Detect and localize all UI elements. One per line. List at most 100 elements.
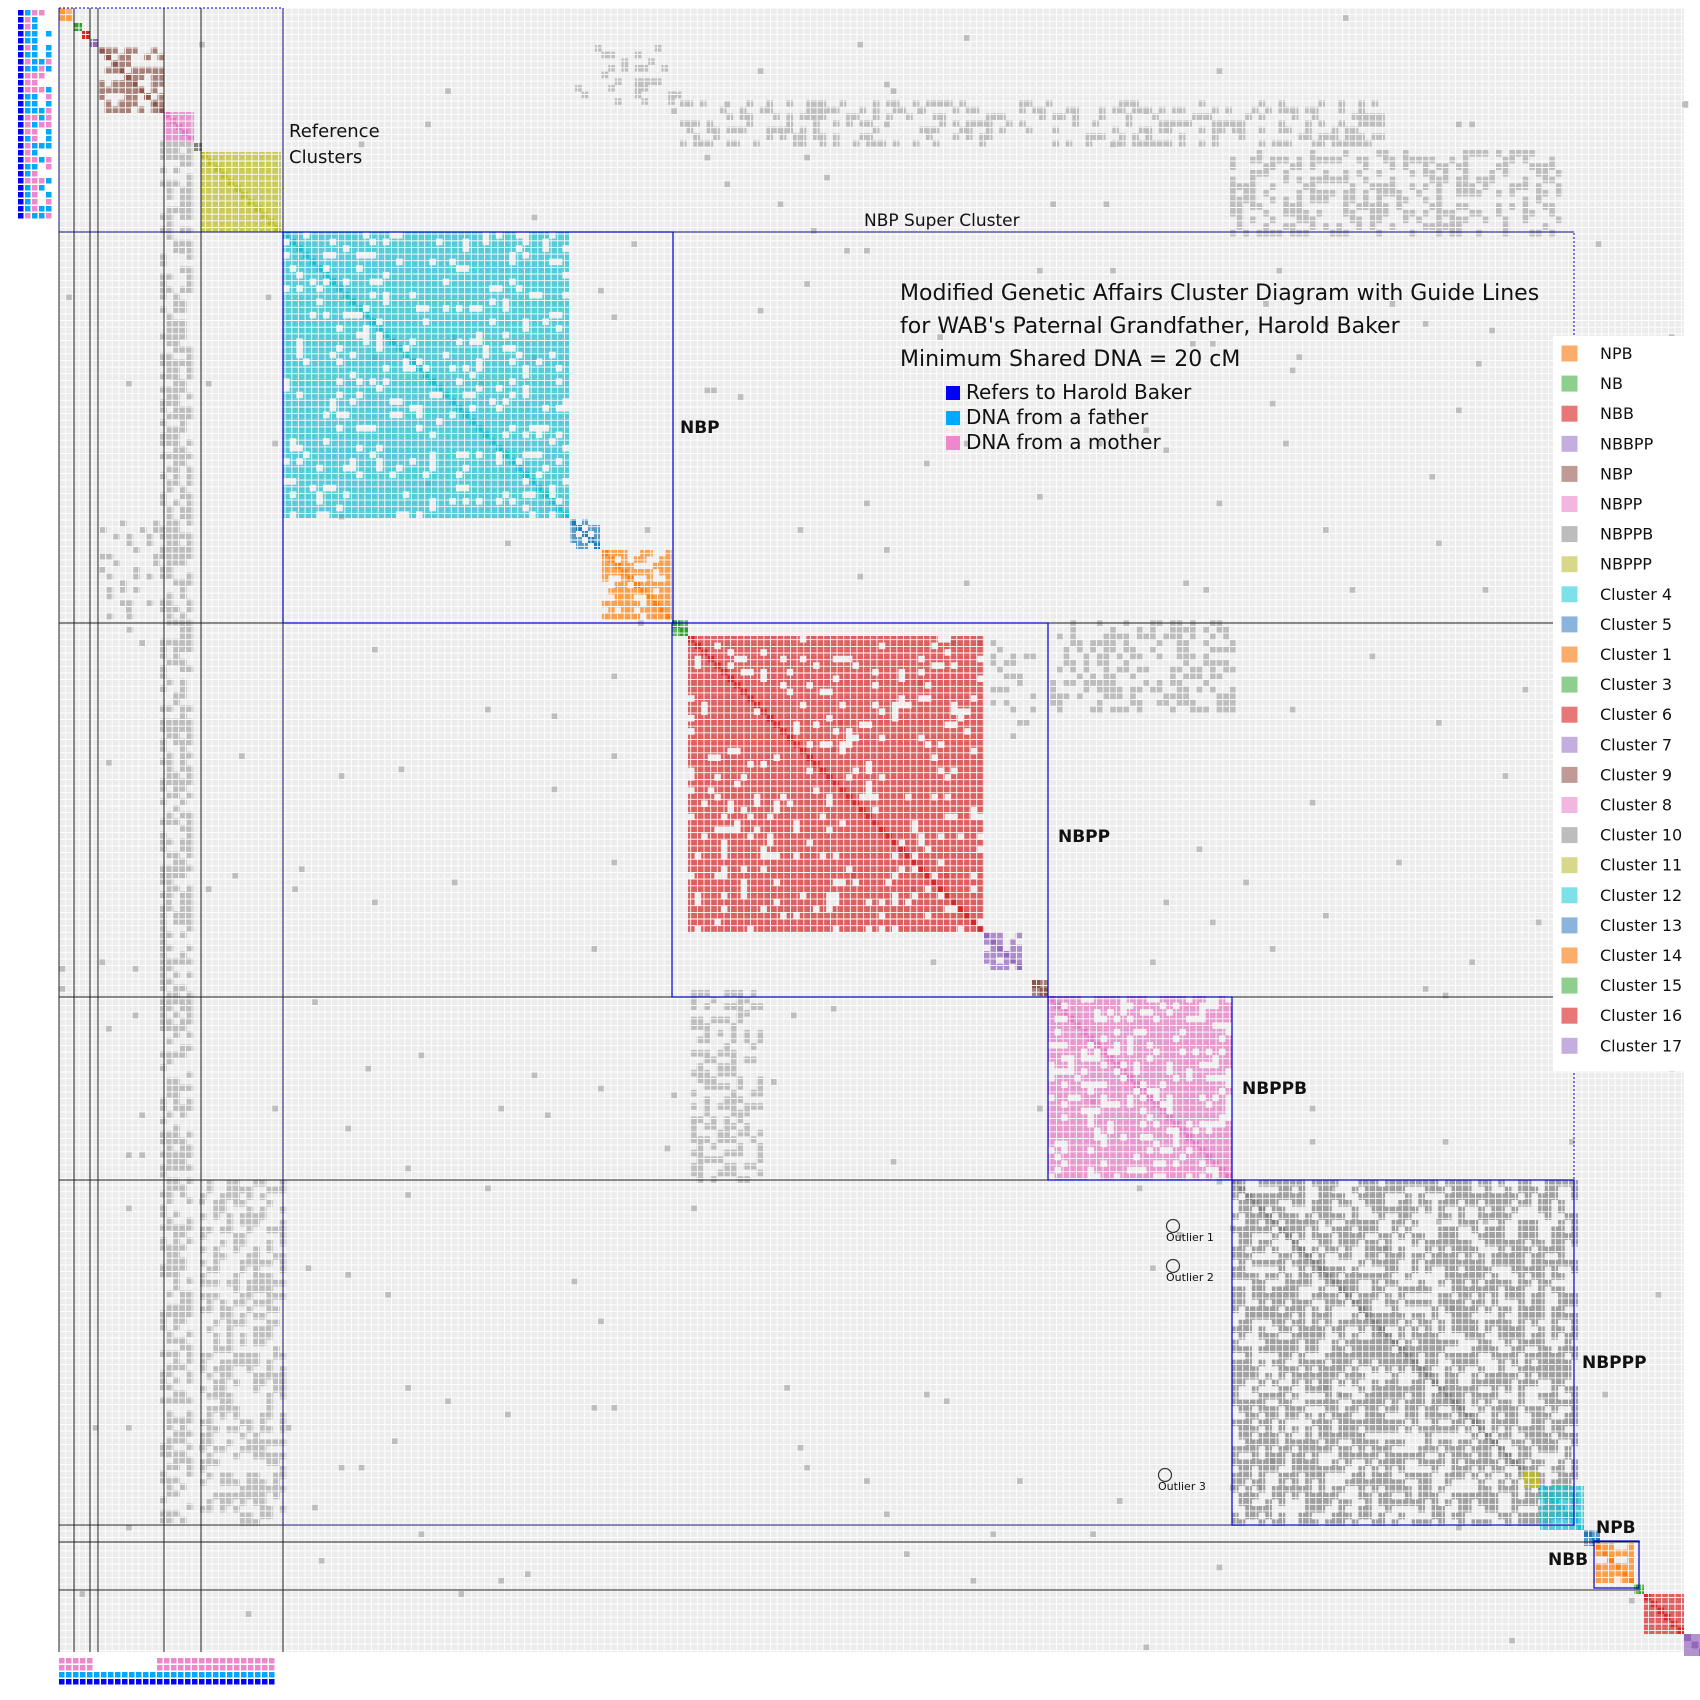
legend-label: Cluster 13 [1600, 916, 1682, 935]
title-line-3: Minimum Shared DNA = 20 cM [900, 347, 1240, 372]
legend-swatch [1560, 434, 1579, 453]
legend-label: NBB [1600, 404, 1634, 423]
legend-item: NBPPP [1560, 555, 1652, 574]
legend-item: NBPP [1560, 495, 1643, 514]
key-swatch-father [946, 411, 960, 425]
legend-item: NBBPP [1560, 434, 1654, 453]
legend-item: NB [1560, 374, 1623, 393]
legend-swatch [1560, 705, 1579, 724]
cluster-10-ref-block [194, 143, 202, 151]
reference-color-strips [18, 10, 275, 1685]
legend-item: Cluster 10 [1560, 826, 1682, 845]
outlier-3-marker [1157, 1467, 1173, 1483]
cluster-8-block [1048, 996, 1232, 1180]
legend-label: Cluster 8 [1600, 796, 1672, 815]
legend-item: NPB [1560, 344, 1633, 363]
cluster-17-block [1684, 1634, 1700, 1656]
legend-item: Cluster 15 [1560, 976, 1682, 995]
legend-swatch [1560, 946, 1579, 965]
key-label-mother: DNA from a mother [966, 430, 1161, 454]
legend-swatch [1560, 374, 1579, 393]
legend-item: Cluster 5 [1560, 615, 1672, 634]
legend-item: Cluster 1 [1560, 645, 1672, 664]
legend-label: Cluster 3 [1600, 675, 1672, 694]
cluster-7-ref-block [90, 39, 98, 47]
legend-swatch [1560, 585, 1579, 604]
legend-swatch [1560, 765, 1579, 784]
legend-swatch [1560, 826, 1579, 845]
cluster-7-block [984, 932, 1022, 970]
legend-label: Cluster 16 [1600, 1006, 1682, 1025]
cluster-legend: NPB NB NBB NBBPP NBP NBPP NBPPB NBPPP Cluster 4 C… [1553, 336, 1689, 1071]
legend-swatch [1560, 404, 1579, 423]
legend-item: Cluster 14 [1560, 946, 1682, 965]
legend-item: NBPPB [1560, 525, 1653, 544]
legend-swatch [1560, 1006, 1579, 1025]
legend-label: Cluster 12 [1600, 886, 1682, 905]
legend-swatch [1560, 1036, 1579, 1055]
cluster-4-block [283, 232, 569, 518]
outlier-2-label: Outlier 2 [1166, 1271, 1214, 1284]
region-label-nbppp: NBPPP [1582, 1353, 1647, 1373]
region-label-nbp: NBP [680, 418, 720, 438]
outlier-1-label: Outlier 1 [1166, 1231, 1214, 1244]
legend-item: NBP [1560, 464, 1633, 483]
key-label-father: DNA from a father [966, 405, 1149, 429]
legend-label: Cluster 9 [1600, 765, 1672, 784]
legend-label: NBPPB [1600, 525, 1653, 544]
inheritance-key: Refers to Harold Baker DNA from a father… [946, 380, 1192, 454]
region-label-nbb: NBB [1548, 1550, 1588, 1570]
legend-label: NBPP [1600, 495, 1643, 514]
cluster-9-ref-block [98, 47, 164, 113]
legend-item: NBB [1560, 404, 1634, 423]
legend-swatch [1560, 344, 1579, 363]
legend-label: Cluster 11 [1600, 856, 1682, 875]
legend-label: Cluster 7 [1600, 735, 1672, 754]
key-swatch-mother [946, 436, 960, 450]
outlier-markers: Outlier 1 Outlier 2 Outlier 3 [1157, 1218, 1214, 1493]
legend-label: NBBPP [1600, 434, 1654, 453]
region-label-npb: NPB [1596, 1518, 1636, 1538]
legend-swatch [1560, 464, 1579, 483]
legend-label: Cluster 4 [1600, 585, 1672, 604]
legend-label: NPB [1600, 344, 1633, 363]
key-swatch-harold [946, 386, 960, 400]
key-label-harold: Refers to Harold Baker [966, 380, 1192, 404]
legend-item: Cluster 7 [1560, 735, 1672, 754]
cluster-16-block [1644, 1594, 1684, 1634]
super-cluster-label: NBP Super Cluster [864, 211, 1020, 231]
legend-item: Cluster 6 [1560, 705, 1672, 724]
cluster-11-block [1524, 1472, 1540, 1488]
region-label-nbppb: NBPPB [1242, 1079, 1307, 1099]
legend-item: Cluster 3 [1560, 675, 1672, 694]
legend-label: Cluster 6 [1600, 705, 1672, 724]
reference-clusters-label-1: Reference [289, 121, 380, 142]
legend-label: Cluster 17 [1600, 1036, 1682, 1055]
legend-label: NBPPP [1600, 555, 1652, 574]
cluster-9-block [1032, 980, 1048, 996]
title-line-2: for WAB's Paternal Grandfather, Harold B… [900, 314, 1401, 339]
outlier-2-marker [1165, 1258, 1181, 1274]
legend-label: Cluster 1 [1600, 645, 1672, 664]
reference-clusters-label-2: Clusters [289, 147, 362, 168]
legend-label: NBP [1600, 464, 1633, 483]
legend-swatch [1560, 916, 1579, 935]
legend-item: Cluster 4 [1560, 585, 1672, 604]
cluster-1-ref-block [59, 8, 73, 22]
legend-item: Cluster 16 [1560, 1006, 1682, 1025]
legend-item: Cluster 17 [1560, 1036, 1682, 1055]
legend-item: Cluster 8 [1560, 796, 1672, 815]
diagram-title: Modified Genetic Affairs Cluster Diagram… [900, 281, 1539, 372]
legend-label: Cluster 10 [1600, 826, 1682, 845]
outlier-3-label: Outlier 3 [1158, 1480, 1206, 1493]
legend-label: NB [1600, 374, 1623, 393]
cluster-10-block [1232, 1180, 1578, 1526]
legend-label: Cluster 5 [1600, 615, 1672, 634]
legend-swatch [1560, 886, 1579, 905]
cluster-3-ref-block [74, 23, 82, 31]
outlier-1-marker [1165, 1218, 1181, 1234]
legend-swatch [1560, 796, 1579, 814]
legend-item: Cluster 13 [1560, 916, 1682, 935]
legend-swatch [1560, 555, 1579, 574]
